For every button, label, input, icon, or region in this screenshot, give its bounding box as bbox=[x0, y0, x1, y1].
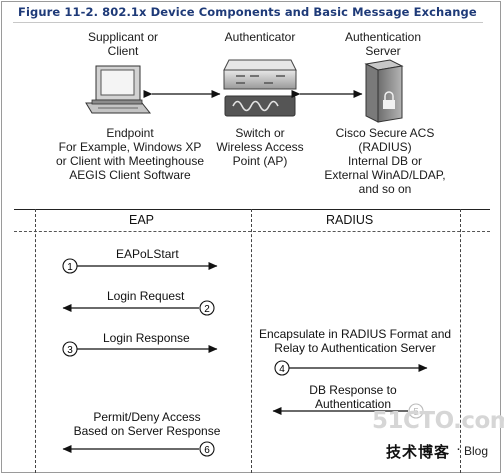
switch-icon bbox=[223, 59, 297, 90]
server-caption: Cisco Secure ACS (RADIUS) Internal DB or… bbox=[324, 126, 446, 196]
msg-6-label: Permit/Deny Access Based on Server Respo… bbox=[73, 410, 221, 438]
svg-text:4: 4 bbox=[279, 364, 285, 375]
watermark-blog: Blog bbox=[464, 444, 489, 458]
header-divider bbox=[14, 231, 490, 232]
figure-title: Figure 11-2. 802.1x Device Components an… bbox=[18, 5, 477, 19]
section-divider bbox=[14, 209, 490, 210]
radius-heading: RADIUS bbox=[326, 213, 374, 227]
server-icon bbox=[364, 59, 404, 123]
step-3-marker: 3 bbox=[62, 341, 78, 357]
svg-text:3: 3 bbox=[67, 345, 73, 356]
title-rule bbox=[13, 22, 483, 23]
svg-text:1: 1 bbox=[67, 262, 73, 273]
server-heading: Authentication Server bbox=[344, 30, 422, 58]
svg-text:2: 2 bbox=[204, 304, 210, 315]
lock-icon bbox=[383, 91, 395, 109]
msg-2-label: Login Request bbox=[107, 289, 185, 303]
watermark-site: 51CTO.com bbox=[372, 408, 504, 434]
msg-1-label: EAPoLStart bbox=[116, 247, 179, 261]
step-5-marker: 5 bbox=[408, 403, 424, 419]
authenticator-heading: Authenticator bbox=[224, 30, 296, 44]
eap-heading: EAP bbox=[129, 213, 155, 227]
step-2-marker: 2 bbox=[199, 300, 215, 316]
msg-4-label: Encapsulate in RADIUS Format and Relay t… bbox=[258, 327, 452, 355]
lane-line-authenticator bbox=[251, 209, 252, 473]
watermark-separator: · bbox=[456, 440, 461, 457]
pc-endpoint-icon bbox=[85, 65, 152, 114]
supplicant-heading: Supplicant or Client bbox=[87, 30, 159, 58]
msg-5-label: DB Response to Authentication bbox=[309, 383, 397, 411]
lane-line-server bbox=[460, 209, 461, 473]
svg-text:6: 6 bbox=[204, 445, 210, 456]
lane-line-supplicant bbox=[35, 209, 36, 473]
msg-3-label: Login Response bbox=[103, 331, 190, 345]
step-4-marker: 4 bbox=[274, 360, 290, 376]
authenticator-caption: Switch or Wireless Access Point (AP) bbox=[216, 126, 304, 168]
step-1-marker: 1 bbox=[62, 258, 78, 274]
watermark-cn: 技术博客 bbox=[386, 443, 451, 461]
step-6-marker: 6 bbox=[199, 441, 215, 457]
svg-text:5: 5 bbox=[413, 407, 419, 418]
supplicant-caption: Endpoint For Example, Windows XP or Clie… bbox=[55, 126, 205, 182]
wireless-ap-icon bbox=[224, 95, 296, 117]
